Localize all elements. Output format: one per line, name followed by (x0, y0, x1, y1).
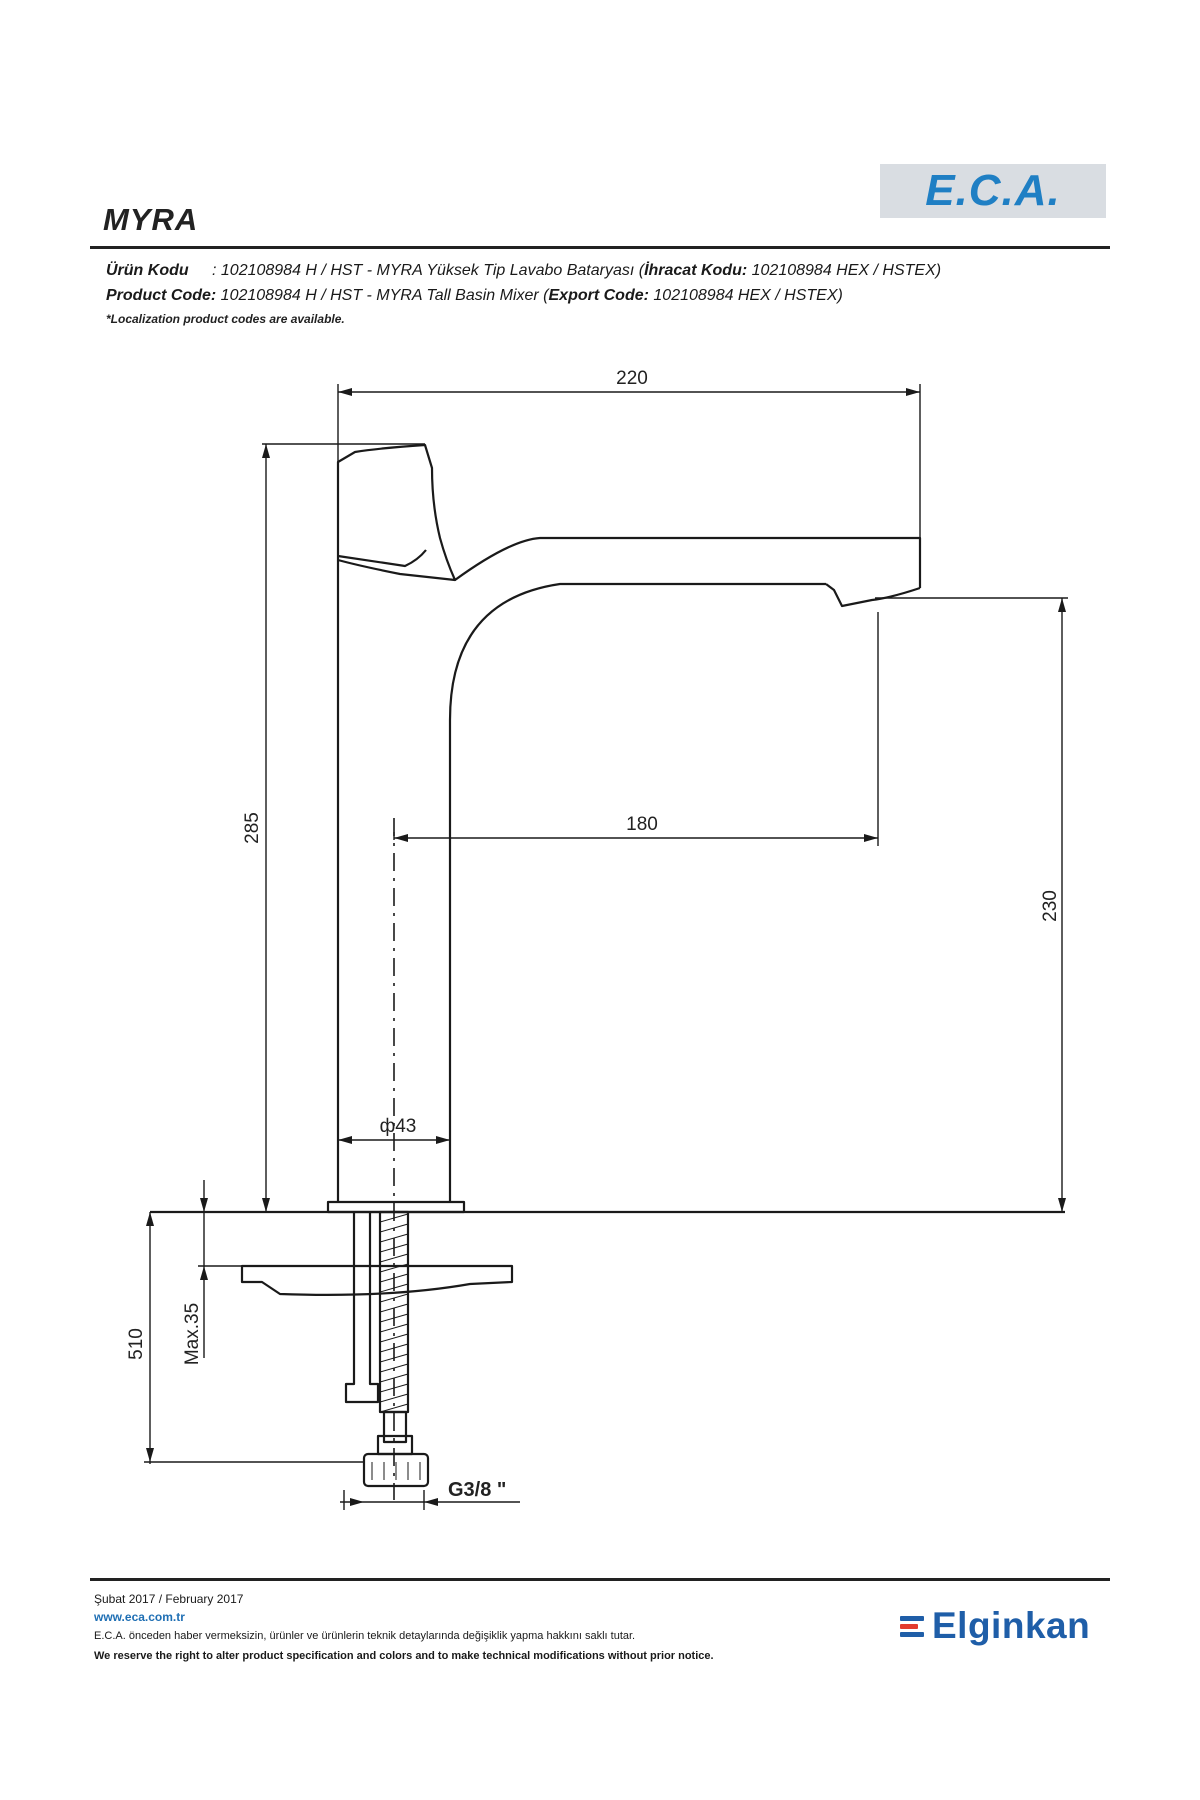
base-flange (326, 1200, 466, 1214)
handle-inner-line (337, 549, 427, 568)
elginkan-logo-text: Elginkan (932, 1605, 1091, 1646)
footer-date: Şubat 2017 / February 2017 (94, 1592, 244, 1606)
product-code-tr: Ürün Kodu : 102108984 H / HST - MYRA Yüks… (106, 262, 941, 280)
dim-max-deck-label: Max.35 (182, 1303, 203, 1365)
export-code-en-label: Export Code: (548, 287, 649, 304)
product-code-tr-label: Ürün Kodu (106, 262, 189, 279)
dim-height-label: 285 (242, 812, 263, 844)
localization-note: *Localization product codes are availabl… (106, 312, 345, 326)
product-title: MYRA (103, 202, 199, 237)
footer-disclaimer-en: We reserve the right to alter product sp… (94, 1650, 714, 1662)
spout-top (454, 536, 922, 588)
eca-logo-text: E.C.A. (925, 166, 1061, 215)
eca-logo: E.C.A. (880, 164, 1106, 218)
footer-disclaimer-tr: E.C.A. önceden haber vermeksizin, ürünle… (94, 1630, 636, 1642)
spout-underside (448, 582, 826, 1202)
hose-connector (382, 1410, 408, 1444)
product-code-en-value: 102108984 H / HST - MYRA Tall Basin Mixe… (216, 287, 549, 304)
handle-outline (336, 443, 457, 582)
export-code-tr-value: 102108984 HEX / HSTEX) (747, 262, 942, 279)
dim-reach-label: 180 (626, 814, 658, 835)
export-code-en-value: 102108984 HEX / HSTEX) (648, 287, 843, 304)
dim-diameter-label: ф43 (380, 1116, 417, 1137)
dim-spout-height-label: 230 (1040, 890, 1061, 922)
product-code-tr-value: : 102108984 H / HST - MYRA Yüksek Tip La… (212, 262, 645, 279)
spout-tip (825, 583, 921, 608)
elginkan-mark-icon (900, 1614, 924, 1638)
header-rule (90, 246, 1110, 249)
export-code-tr-label: İhracat Kodu: (644, 262, 748, 279)
hose-left (344, 1212, 380, 1404)
footer-rule (90, 1578, 1110, 1581)
elginkan-logo: Elginkan (900, 1605, 1090, 1647)
hose-nut (362, 1452, 430, 1488)
product-code-en: Product Code: 102108984 H / HST - MYRA T… (106, 287, 843, 305)
dim-width-label: 220 (616, 368, 648, 389)
product-code-en-label: Product Code: (106, 287, 217, 304)
dim-connection-label: G3/8 " (448, 1479, 506, 1501)
footer-website-link[interactable]: www.eca.com.tr (94, 1610, 185, 1624)
dim-below-deck-label: 510 (126, 1328, 147, 1360)
clamp-plate (240, 1264, 514, 1296)
